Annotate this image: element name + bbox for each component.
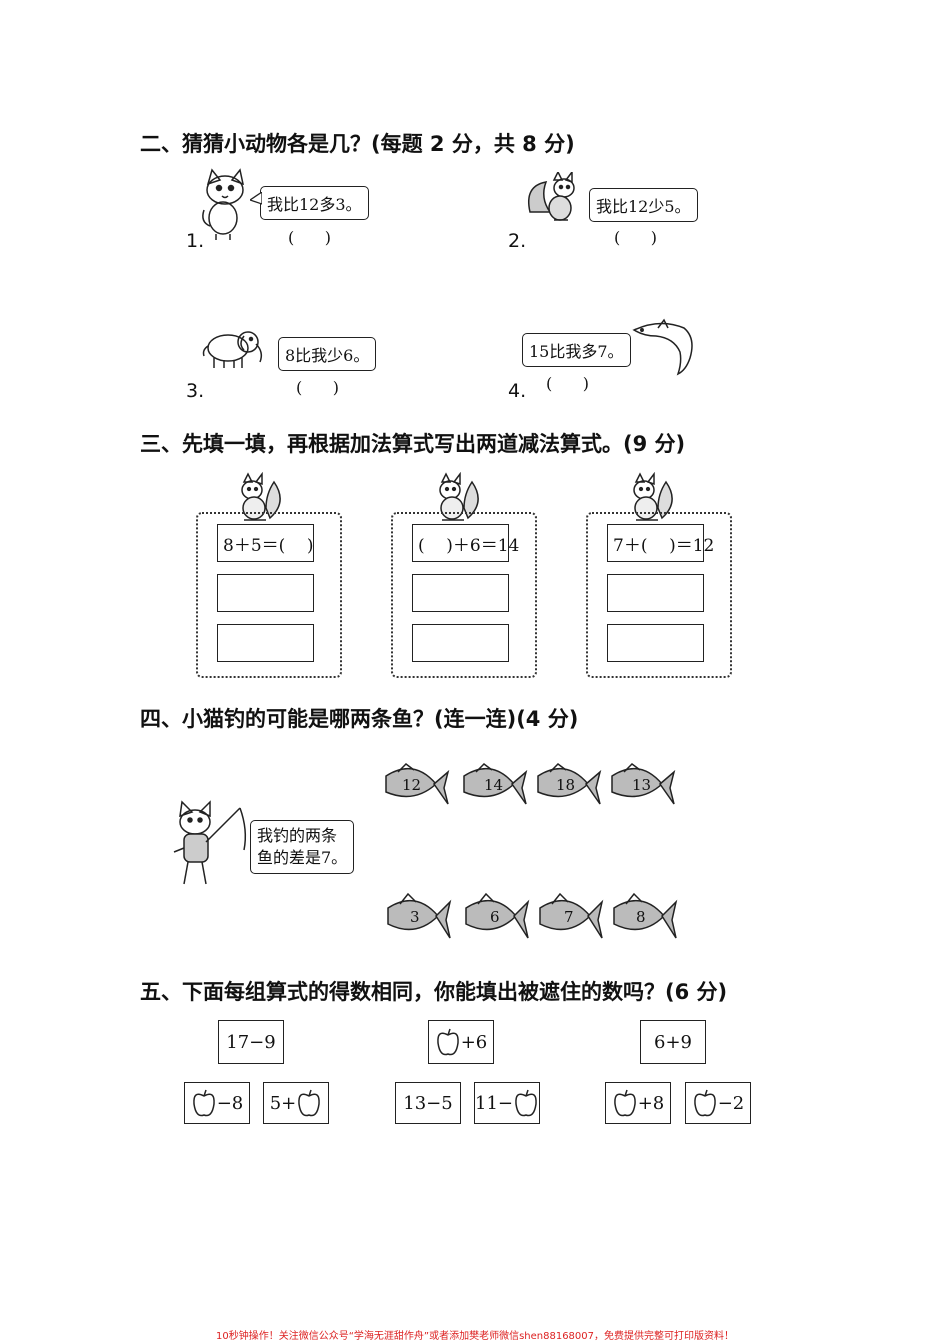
- fish-number: 14: [484, 776, 504, 794]
- section-4-heading: 四、小猫钓的可能是哪两条鱼？(连一连)(4 分): [140, 707, 579, 731]
- fishing-cat-icon: [173, 800, 247, 885]
- expression-suffix: −8: [216, 1092, 244, 1114]
- answer-blank-2[interactable]: ( ): [614, 228, 657, 247]
- expression-box: 13−5: [395, 1082, 461, 1124]
- fish-icon: [537, 763, 602, 805]
- fish-card[interactable]: 14: [462, 762, 528, 808]
- fish-number: 3: [410, 908, 420, 926]
- section-2-heading: 二、猜猜小动物各是几？(每题 2 分，共 8 分): [140, 132, 575, 156]
- answer-box-2a[interactable]: [412, 574, 509, 612]
- expression-prefix: 11−: [475, 1092, 513, 1114]
- footer-notice: 10秒钟操作！关注微信公众号“学海无涯甜作舟”或者添加樊老师微信shen8816…: [215, 1331, 735, 1342]
- fish-icon: [387, 892, 452, 939]
- fish-card[interactable]: 6: [464, 892, 530, 942]
- apple-icon[interactable]: [612, 1088, 638, 1118]
- answer-blank-4[interactable]: ( ): [546, 374, 589, 393]
- answer-blank-3[interactable]: ( ): [296, 378, 339, 397]
- item-number-4: 4.: [508, 380, 527, 402]
- answer-box-3a[interactable]: [607, 574, 704, 612]
- answer-blank-1[interactable]: ( ): [288, 228, 331, 247]
- item-number-2: 2.: [508, 230, 527, 252]
- dolphin-icon: [632, 318, 693, 376]
- answer-box-2b[interactable]: [412, 624, 509, 662]
- fish-card[interactable]: 7: [538, 892, 604, 942]
- item-number-3: 3.: [186, 380, 205, 402]
- fish-icon: [611, 763, 676, 805]
- item-number-1: 1.: [186, 230, 205, 252]
- section-5-heading: 五、下面每组算式的得数相同，你能填出被遮住的数吗？(6 分): [140, 980, 728, 1004]
- cat-speech-line-2: 鱼的差是7。: [257, 848, 348, 867]
- speech-bubble-4: 15比我多7。: [522, 333, 631, 367]
- expression-suffix: +8: [637, 1092, 665, 1114]
- equation-panel-2: [391, 512, 537, 678]
- fish-number: 8: [636, 908, 646, 926]
- cat-speech-bubble: 我钓的两条 鱼的差是7。: [250, 820, 355, 874]
- expression-box: 11−: [474, 1082, 540, 1124]
- speech-bubble-2: 我比12少5。: [589, 188, 698, 222]
- expression-box: +6: [428, 1020, 494, 1064]
- apple-icon[interactable]: [513, 1088, 539, 1118]
- expression-prefix: 5+: [269, 1092, 297, 1114]
- fish-card[interactable]: 8: [612, 892, 678, 942]
- answer-box-1a[interactable]: [217, 574, 314, 612]
- expression-box: 5+: [263, 1082, 329, 1124]
- expression-box: +8: [605, 1082, 671, 1124]
- expression-suffix: −2: [717, 1092, 745, 1114]
- section-3-heading: 三、先填一填，再根据加法算式写出两道减法算式。(9 分): [140, 432, 686, 456]
- equation-panel-3: [586, 512, 732, 678]
- equation-box-2: ( )＋6＝14: [412, 524, 519, 562]
- cat-speech-line-1: 我钓的两条: [257, 826, 338, 845]
- fish-icon: [385, 763, 450, 805]
- elephant-icon: [202, 331, 263, 368]
- fish-number: 18: [556, 776, 576, 794]
- apple-icon[interactable]: [435, 1027, 461, 1057]
- apple-icon[interactable]: [191, 1088, 217, 1118]
- fish-card[interactable]: 12: [384, 762, 450, 808]
- fish-icon: [613, 892, 678, 939]
- equation-box-1: 8＋5＝( ): [217, 524, 314, 562]
- apple-icon[interactable]: [692, 1088, 718, 1118]
- fish-icon: [463, 763, 528, 805]
- fish-card[interactable]: 18: [536, 762, 602, 808]
- fish-number: 12: [402, 776, 422, 794]
- fish-number: 7: [564, 908, 574, 926]
- expression-box: −8: [184, 1082, 250, 1124]
- cat-icon: [202, 168, 245, 240]
- expression-box: 6+9: [640, 1020, 706, 1064]
- speech-bubble-1: 我比12多3。: [260, 186, 369, 220]
- answer-box-3b[interactable]: [607, 624, 704, 662]
- fish-card[interactable]: 13: [610, 762, 676, 808]
- expression-box: −2: [685, 1082, 751, 1124]
- speech-bubble-3: 8比我少6。: [278, 337, 377, 371]
- bubble-tail-icon: [250, 192, 262, 205]
- fish-number: 6: [490, 908, 500, 926]
- fox-icon: [528, 172, 575, 221]
- fish-icon: [539, 892, 604, 939]
- fish-card[interactable]: 3: [386, 892, 452, 942]
- equation-panel-1: [196, 512, 342, 678]
- fish-icon: [465, 892, 530, 939]
- fish-number: 13: [632, 776, 652, 794]
- equation-box-3: 7＋( )＝12: [607, 524, 714, 562]
- answer-box-1b[interactable]: [217, 624, 314, 662]
- expression-box: 17−9: [218, 1020, 284, 1064]
- expression-suffix: +6: [460, 1031, 488, 1053]
- apple-icon[interactable]: [296, 1088, 322, 1118]
